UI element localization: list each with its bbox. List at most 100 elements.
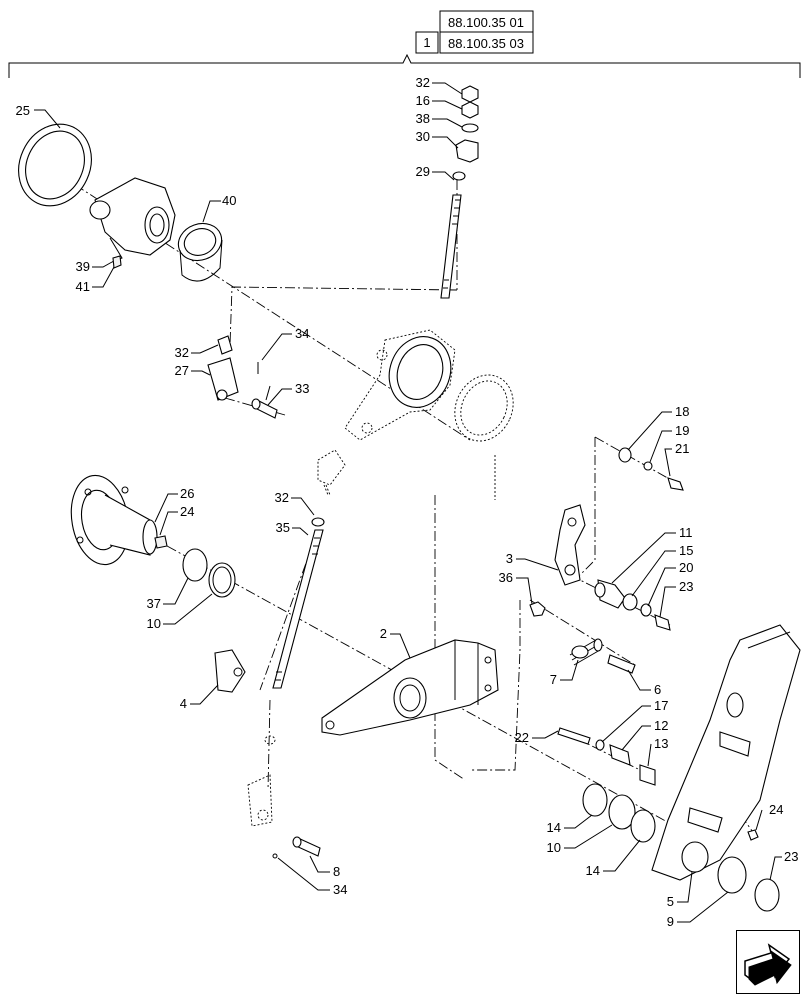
callout-24: 24 xyxy=(769,802,783,817)
callout-17: 17 xyxy=(654,698,668,713)
part-lower-clevis xyxy=(247,735,276,827)
part-upper-housing xyxy=(89,177,176,263)
part-37-ring xyxy=(182,548,208,582)
part-24-nut xyxy=(747,829,759,841)
reference-box: 1 88.100.35 01 88.100.35 03 xyxy=(415,10,534,54)
next-page-button[interactable] xyxy=(736,930,800,994)
callout-21: 21 xyxy=(675,441,689,456)
callout-33: 33 xyxy=(295,381,309,396)
part-9-ring xyxy=(717,856,747,894)
callout-39: 39 xyxy=(76,259,90,274)
callout-20: 20 xyxy=(679,560,693,575)
part-6-bolt xyxy=(607,654,636,674)
ref-code-2: 88.100.35 03 xyxy=(448,36,524,51)
callout-36: 36 xyxy=(499,570,513,585)
callout-23: 23 xyxy=(679,579,693,594)
part-pivot-housing xyxy=(344,329,456,441)
callout-16: 16 xyxy=(416,93,430,108)
part-29-clevis xyxy=(207,335,239,401)
callout-10-right: 10 xyxy=(547,840,561,855)
part-3-bracket xyxy=(554,504,586,586)
part-20-washer xyxy=(640,603,652,617)
callout-15: 15 xyxy=(679,543,693,558)
centerline-mid xyxy=(434,495,466,781)
part-40-bushing xyxy=(177,222,223,282)
part-22-bolt xyxy=(557,727,591,745)
callout-7: 7 xyxy=(550,672,557,687)
part-28-hub xyxy=(70,474,158,566)
callout-6: 6 xyxy=(654,682,661,697)
centerline-6 xyxy=(529,599,636,666)
callout-13: 13 xyxy=(654,736,668,751)
part-35-rod xyxy=(272,517,325,689)
part-14-ring-b xyxy=(630,809,656,843)
centerline-spring xyxy=(470,600,521,771)
part-36-nut xyxy=(529,601,546,617)
callout-19: 19 xyxy=(675,423,689,438)
part-housing-seal xyxy=(454,374,514,442)
part-15-washer xyxy=(622,593,638,611)
part-33-pin xyxy=(251,398,278,419)
assembly-bracket xyxy=(8,53,801,78)
part-21-bolt xyxy=(667,477,684,491)
centerline-bolt-21 xyxy=(594,436,681,486)
callout-10-left: 10 xyxy=(147,616,161,631)
part-30-rod xyxy=(440,194,462,299)
callout-32-top: 32 xyxy=(416,75,430,90)
callout-32-mid: 32 xyxy=(175,345,189,360)
part-4-lever xyxy=(214,649,246,693)
ref-index: 1 xyxy=(423,35,430,50)
part-23-bolt xyxy=(654,614,671,631)
part-2-arm xyxy=(321,639,499,736)
centerline-lower-link xyxy=(267,699,271,791)
callout-27: 25 xyxy=(16,103,30,118)
part-13-bushing xyxy=(639,764,656,786)
callout-4: 4 xyxy=(180,696,187,711)
callout-8: 8 xyxy=(333,864,340,879)
callout-38: 38 xyxy=(416,111,430,126)
callout-31: 30 xyxy=(416,129,430,144)
callout-5: 5 xyxy=(667,894,674,909)
callout-12: 12 xyxy=(654,718,668,733)
part-5-lever xyxy=(651,624,801,881)
callout-numbers: 25 32 16 38 30 29 40 39 41 32 27 34 33 3… xyxy=(16,75,799,929)
part-18-washer xyxy=(618,447,632,463)
part-8-pin xyxy=(292,836,321,857)
part-12-bushing xyxy=(609,744,631,766)
callout-29: 27 xyxy=(175,363,189,378)
callout-34-upper: 34 xyxy=(295,326,309,341)
callout-25: 23 xyxy=(784,849,798,864)
callout-9: 9 xyxy=(667,914,674,929)
callout-37: 37 xyxy=(147,596,161,611)
ref-code-1: 88.100.35 01 xyxy=(448,15,524,30)
callout-32-low: 32 xyxy=(275,490,289,505)
callout-14-a: 14 xyxy=(547,820,561,835)
part-17-washer xyxy=(595,739,605,751)
part-10-ring-b xyxy=(608,794,636,830)
part-14-ring-a xyxy=(582,783,608,817)
callout-2: 2 xyxy=(380,626,387,641)
callout-34-lower: 34 xyxy=(333,882,347,897)
part-34-pin-lower xyxy=(272,853,278,859)
centerline-link xyxy=(229,286,458,346)
callout-26: 24 xyxy=(180,504,194,519)
centerline-rod-35 xyxy=(259,529,319,691)
callout-41: 41 xyxy=(76,279,90,294)
centerline-vertical-right xyxy=(579,437,596,576)
centerline-12 xyxy=(559,729,651,776)
part-upper-clevis-dotted xyxy=(317,449,346,496)
callout-18: 18 xyxy=(675,404,689,419)
part-26-fitting xyxy=(154,535,168,549)
callout-22: 22 xyxy=(515,730,529,745)
callout-28: 26 xyxy=(180,486,194,501)
part-39-fitting xyxy=(112,255,122,269)
part-rod-top-hardware xyxy=(452,85,479,181)
callout-3: 3 xyxy=(506,551,513,566)
part-11-stud xyxy=(594,579,626,609)
next-arrow-icon xyxy=(744,943,792,986)
leader-lines xyxy=(34,82,782,923)
callout-30: 29 xyxy=(416,164,430,179)
callout-11: 11 xyxy=(679,525,693,540)
part-19-washer xyxy=(643,461,653,471)
